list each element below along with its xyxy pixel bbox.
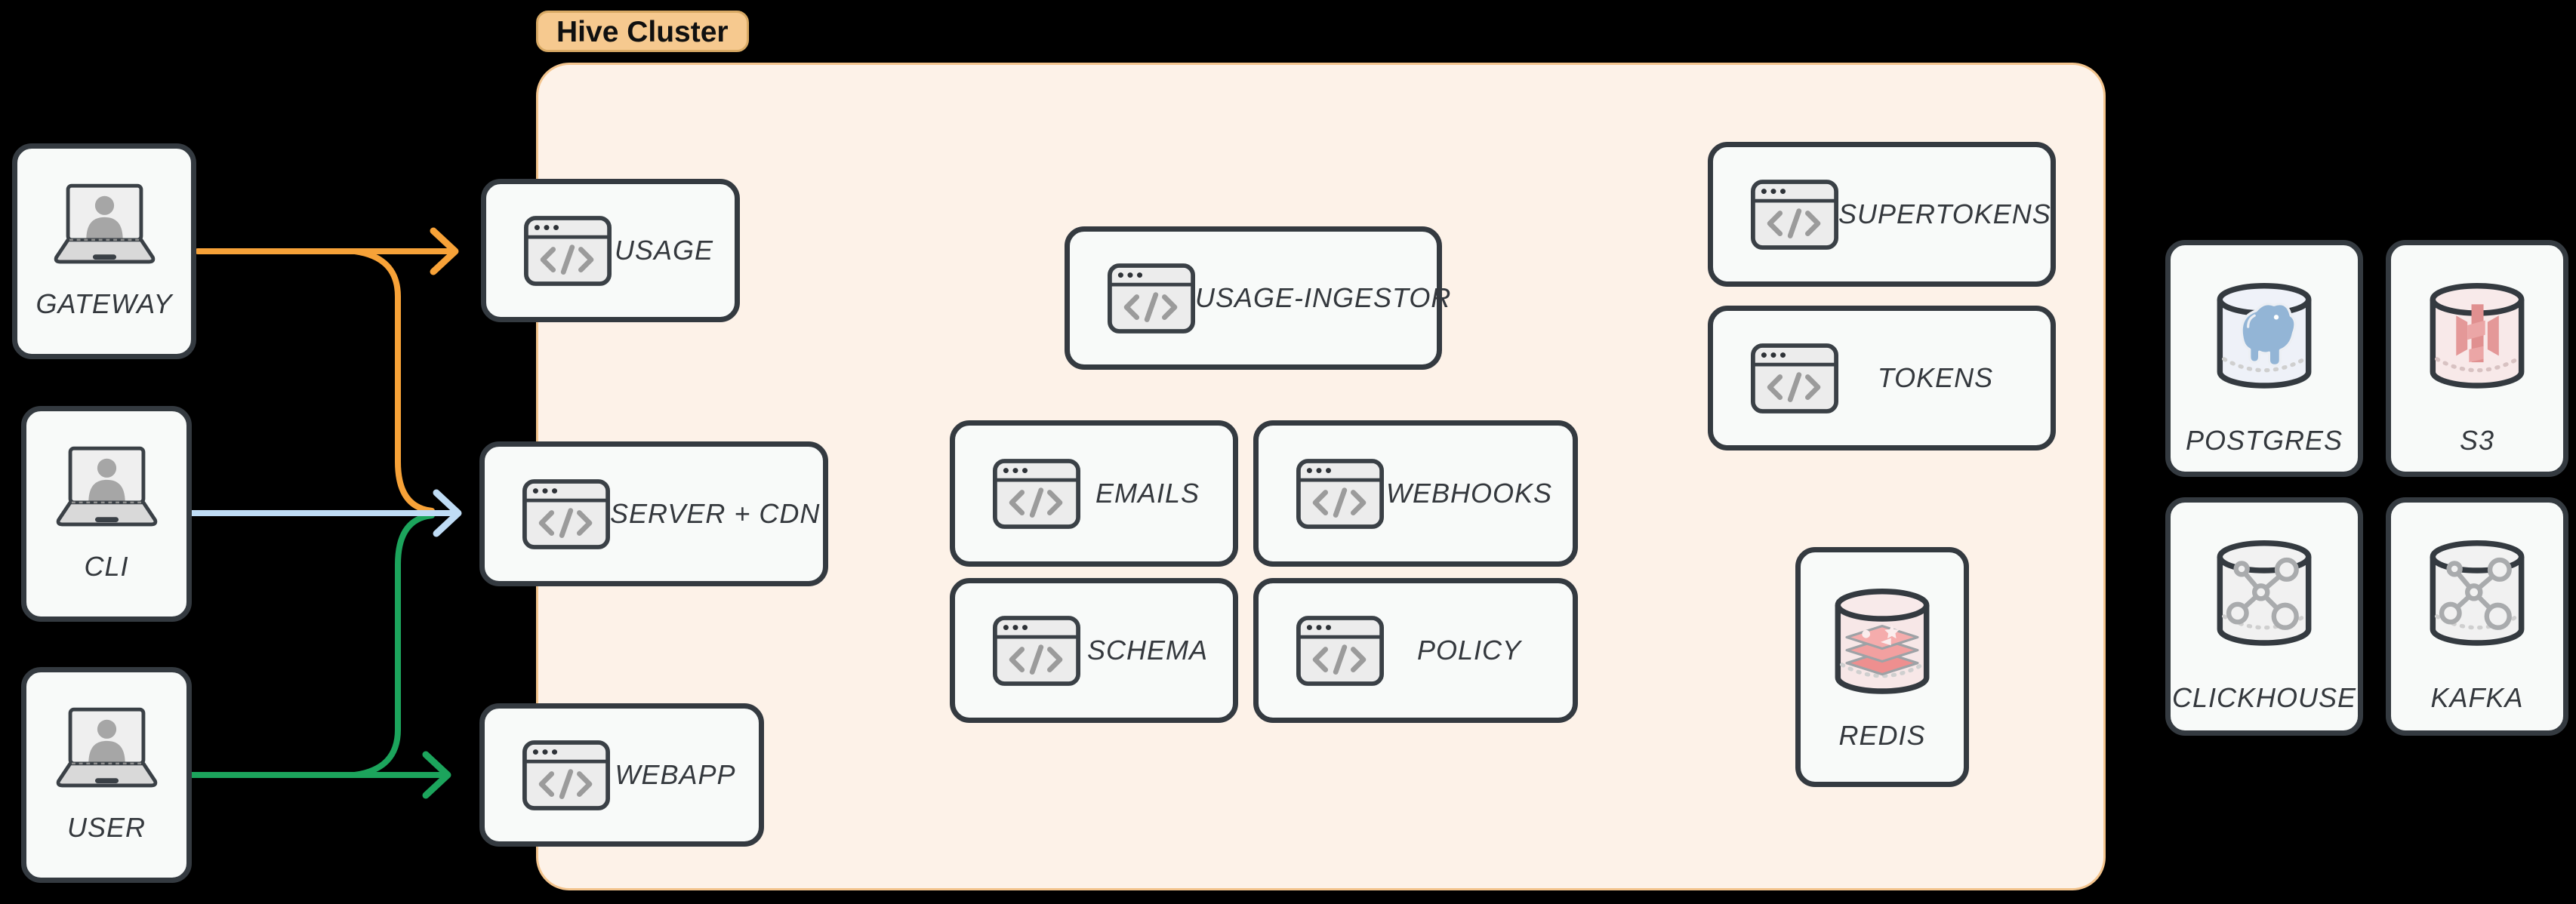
- browser-code-icon: [993, 458, 1080, 529]
- arrowhead-webapp: [422, 751, 451, 799]
- node-postgres: POSTGRES: [2165, 240, 2363, 477]
- browser-code-icon: [524, 215, 612, 286]
- node-gateway: GATEWAY: [12, 143, 196, 359]
- node-label: TOKENS: [1877, 362, 1994, 393]
- node-s3: S3: [2386, 240, 2568, 477]
- browser-code-icon: [1296, 458, 1384, 529]
- node-label: SERVER + CDN: [610, 498, 821, 529]
- browser-code-icon: [522, 739, 610, 810]
- node-label: GATEWAY: [35, 288, 173, 319]
- node-label: CLI: [84, 551, 129, 582]
- browser-code-icon: [1296, 615, 1384, 686]
- node-label: REDIS: [1838, 720, 1926, 751]
- node-label: SUPERTOKENS: [1838, 198, 2051, 229]
- node-webhooks: WEBHOOKS: [1253, 420, 1578, 567]
- node-supertokens: SUPERTOKENS: [1708, 142, 2056, 287]
- edge-gateway-servercdn: [352, 248, 435, 514]
- node-label: SCHEMA: [1086, 635, 1209, 666]
- node-kafka: KAFKA: [2386, 497, 2568, 736]
- node-redis: REDIS: [1795, 547, 1969, 787]
- browser-code-icon: [522, 478, 610, 549]
- node-label: KAFKA: [2430, 682, 2524, 713]
- arrowhead-usage: [430, 227, 459, 275]
- clickhouse-db-icon: [2208, 534, 2321, 655]
- postgres-db-icon: [2208, 277, 2321, 398]
- browser-code-icon: [1108, 263, 1195, 334]
- browser-code-icon: [1751, 179, 1838, 250]
- node-label: S3: [2459, 425, 2495, 456]
- node-tokens: TOKENS: [1708, 306, 2056, 450]
- node-usage-ingestor: USAGE-INGESTOR: [1065, 226, 1450, 370]
- node-user: USER: [21, 667, 192, 883]
- node-policy: POLICY: [1253, 578, 1578, 723]
- node-label: USER: [66, 812, 146, 843]
- redis-db-icon: [1826, 583, 1939, 703]
- cluster-title-badge: Hive Cluster: [536, 11, 749, 52]
- node-label: USAGE: [614, 235, 714, 266]
- node-clickhouse: CLICKHOUSE: [2165, 497, 2363, 736]
- node-server-cdn: SERVER + CDN: [479, 441, 828, 586]
- node-label: POSTGRES: [2185, 425, 2343, 456]
- arrowhead-servercdn: [433, 489, 462, 537]
- node-label: USAGE-INGESTOR: [1195, 282, 1452, 313]
- node-label: EMAILS: [1095, 478, 1200, 509]
- node-label: WEBHOOKS: [1385, 478, 1553, 509]
- laptop-user-icon: [48, 445, 165, 530]
- edge-user-servercdn: [352, 512, 435, 778]
- node-label: WEBAPP: [615, 759, 736, 790]
- node-label: POLICY: [1416, 635, 1522, 666]
- node-usage: USAGE: [481, 179, 740, 322]
- node-schema: SCHEMA: [950, 578, 1238, 723]
- browser-code-icon: [993, 615, 1080, 686]
- node-cli: CLI: [21, 406, 192, 622]
- laptop-user-icon: [46, 183, 163, 267]
- s3-db-icon: [2420, 277, 2534, 398]
- node-webapp: WEBAPP: [479, 703, 764, 847]
- kafka-db-icon: [2420, 534, 2534, 655]
- browser-code-icon: [1751, 343, 1838, 414]
- node-label: CLICKHOUSE: [2171, 682, 2357, 713]
- laptop-user-icon: [48, 706, 165, 791]
- node-emails: EMAILS: [950, 420, 1238, 567]
